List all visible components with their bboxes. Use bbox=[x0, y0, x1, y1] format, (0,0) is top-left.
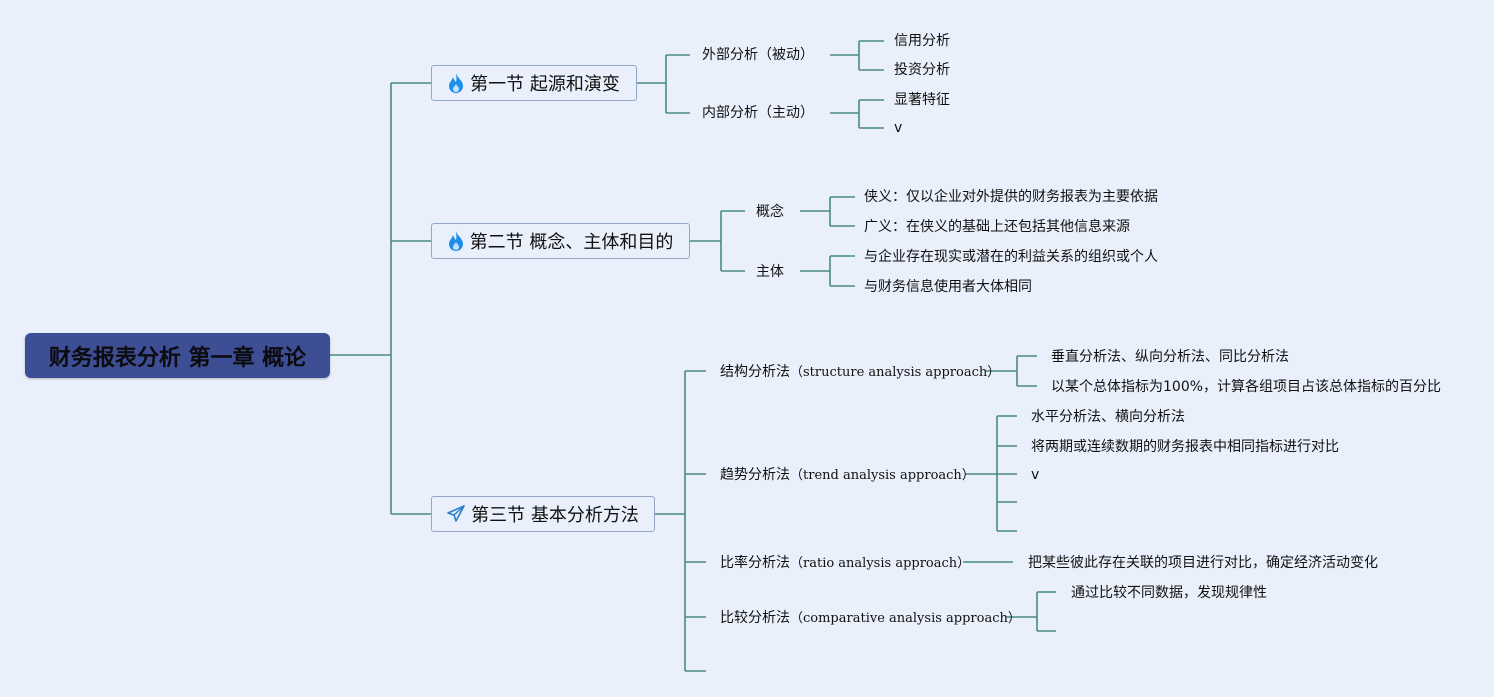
ratio-analysis-label: 比率分析法 bbox=[720, 555, 790, 571]
section-2-title: 第二节 概念、主体和目的 bbox=[469, 232, 674, 253]
percentage-node[interactable]: 以某个总体指标为100%，计算各组项目占该总体指标的百分比 bbox=[1051, 379, 1442, 395]
ratio-analysis-node[interactable]: 比率分析法（ratio analysis approach） bbox=[720, 554, 970, 573]
ratio-analysis-en: （ratio analysis approach） bbox=[790, 556, 971, 571]
notable-features-node[interactable]: 显著特征 bbox=[894, 92, 950, 108]
trend-analysis-en: （trend analysis approach） bbox=[790, 468, 975, 483]
external-analysis-node[interactable]: 外部分析（被动） bbox=[702, 47, 814, 63]
root-node[interactable]: 财务报表分析 第一章 概论 bbox=[25, 333, 330, 378]
period-comparison-node[interactable]: 将两期或连续数期的财务报表中相同指标进行对比 bbox=[1031, 439, 1339, 455]
structure-analysis-node[interactable]: 结构分析法（structure analysis approach） bbox=[720, 363, 1000, 382]
narrow-definition-node[interactable]: 侠义：仅以企业对外提供的财务报表为主要依据 bbox=[864, 189, 1158, 205]
v-node[interactable]: v bbox=[894, 120, 903, 136]
flame-icon bbox=[448, 231, 464, 251]
vertical-analysis-node[interactable]: 垂直分析法、纵向分析法、同比分析法 bbox=[1051, 349, 1289, 365]
section-3-node[interactable]: 第三节 基本分析方法 bbox=[431, 496, 655, 532]
trend-analysis-label: 趋势分析法 bbox=[720, 467, 790, 483]
root-title: 财务报表分析 第一章 概论 bbox=[48, 345, 307, 371]
horizontal-analysis-node[interactable]: 水平分析法、横向分析法 bbox=[1031, 409, 1185, 425]
pattern-discovery-node[interactable]: 通过比较不同数据，发现规律性 bbox=[1071, 585, 1267, 601]
section-1-title: 第一节 起源和演变 bbox=[470, 74, 620, 95]
section-2-node[interactable]: 第二节 概念、主体和目的 bbox=[431, 223, 690, 259]
comparative-analysis-node[interactable]: 比较分析法（comparative analysis approach） bbox=[720, 609, 1021, 628]
section-1-node[interactable]: 第一节 起源和演变 bbox=[431, 65, 637, 101]
info-users-node[interactable]: 与财务信息使用者大体相同 bbox=[864, 279, 1032, 295]
section-3-title: 第三节 基本分析方法 bbox=[471, 505, 639, 526]
comparative-analysis-label: 比较分析法 bbox=[720, 610, 790, 626]
credit-analysis-node[interactable]: 信用分析 bbox=[894, 33, 950, 49]
trend-analysis-node[interactable]: 趋势分析法（trend analysis approach） bbox=[720, 466, 975, 485]
investment-analysis-node[interactable]: 投资分析 bbox=[894, 62, 950, 78]
comparative-analysis-en: （comparative analysis approach） bbox=[790, 611, 1021, 626]
broad-definition-node[interactable]: 广义：在侠义的基础上还包括其他信息来源 bbox=[864, 219, 1130, 235]
concept-node[interactable]: 概念 bbox=[756, 204, 784, 220]
flame-icon bbox=[448, 73, 464, 93]
ratio-comparison-node[interactable]: 把某些彼此存在关联的项目进行对比，确定经济活动变化 bbox=[1028, 555, 1378, 571]
v-node[interactable]: v bbox=[1031, 467, 1040, 483]
structure-analysis-label: 结构分析法 bbox=[720, 364, 790, 380]
internal-analysis-node[interactable]: 内部分析（主动） bbox=[702, 105, 814, 121]
paper-plane-icon bbox=[447, 505, 465, 523]
stakeholder-node[interactable]: 与企业存在现实或潜在的利益关系的组织或个人 bbox=[864, 249, 1158, 265]
subject-node[interactable]: 主体 bbox=[756, 264, 784, 280]
structure-analysis-en: （structure analysis approach） bbox=[790, 365, 1001, 380]
